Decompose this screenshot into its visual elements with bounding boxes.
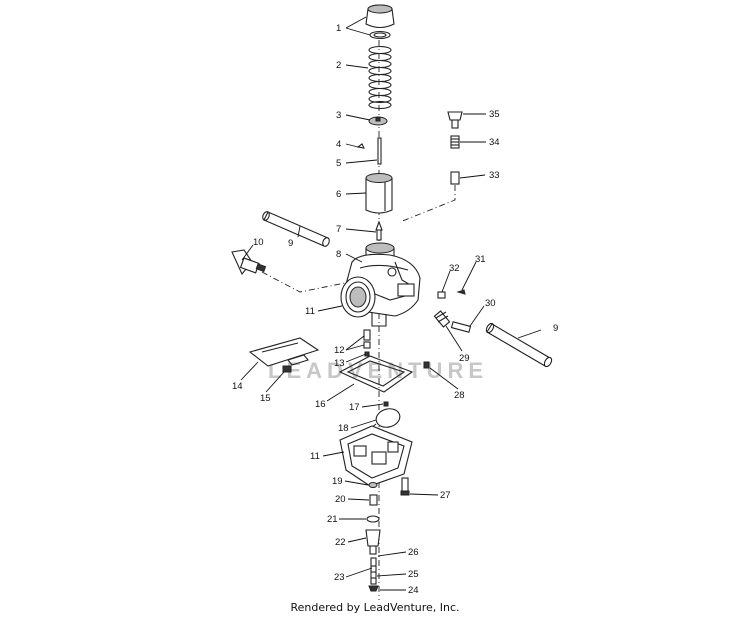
- callout-31: 31: [475, 254, 486, 265]
- callout-5: 5: [336, 158, 341, 169]
- callout-labels: 1 2 3 4 5 6 7 8 9 9 10 11 11 12 13 14 15…: [232, 23, 558, 596]
- part-34-spring: [450, 135, 460, 149]
- callout-30: 30: [485, 298, 496, 309]
- part-9-tube-right: [485, 322, 553, 368]
- axis-to-part-33: [399, 185, 456, 223]
- part-20-main-jet: [369, 494, 378, 506]
- part-1-cap: [365, 4, 395, 40]
- part-17-pin: [383, 401, 389, 407]
- part-30-idle-screw: [450, 321, 472, 333]
- callout-12: 12: [334, 345, 345, 356]
- part-19-washer: [368, 482, 378, 488]
- callout-35: 35: [489, 109, 500, 120]
- part-32-washer: [437, 291, 446, 299]
- part-35-fitting: [447, 111, 463, 129]
- callout-11-bowl: 11: [310, 451, 320, 462]
- part-33-screw: [450, 171, 460, 185]
- part-6-slide: [365, 173, 393, 214]
- part-22-needle-jet: [365, 529, 381, 555]
- footer-credit: Rendered by LeadVenture, Inc.: [290, 601, 460, 614]
- part-27-drain-screw: [400, 477, 410, 496]
- callout-28: 28: [454, 390, 465, 401]
- callout-10: 10: [253, 237, 264, 248]
- part-31-clip: [456, 289, 466, 295]
- callout-4: 4: [336, 139, 341, 150]
- callout-9-right: 9: [553, 323, 558, 334]
- callout-27: 27: [440, 490, 451, 501]
- callout-6: 6: [336, 189, 341, 200]
- callout-3: 3: [336, 110, 341, 121]
- part-3-retainer: [368, 116, 388, 126]
- callout-25: 25: [408, 569, 419, 580]
- callout-9-left: 9: [288, 238, 293, 249]
- part-2-spring: [368, 45, 392, 110]
- watermark: LEADVENTURE: [268, 358, 488, 383]
- callout-29: 29: [459, 353, 470, 364]
- callout-18: 18: [338, 423, 349, 434]
- part-29-spring: [433, 310, 451, 328]
- callout-24: 24: [408, 585, 419, 596]
- callout-16: 16: [315, 399, 326, 410]
- callout-34: 34: [489, 137, 500, 148]
- axis-to-part-10: [261, 271, 346, 293]
- callout-17: 17: [349, 402, 360, 413]
- part-21-o-ring: [366, 515, 380, 523]
- part-14-gasket-plate: [248, 337, 320, 367]
- callout-13: 13: [334, 358, 345, 369]
- part-10-choke-plunger: [231, 249, 267, 276]
- callout-23: 23: [334, 572, 345, 583]
- part-4-clip: [356, 143, 365, 149]
- part-12-nozzle: [363, 329, 371, 357]
- part-24-plug: [368, 585, 379, 592]
- part-23-pilot-jet: [370, 557, 377, 585]
- callout-33: 33: [489, 170, 500, 181]
- callout-11-top: 11: [305, 306, 315, 317]
- callout-26: 26: [408, 547, 419, 558]
- part-7-cable-end: [375, 220, 383, 241]
- leader-lines: [240, 16, 542, 591]
- callout-8: 8: [336, 249, 341, 260]
- part-5-needle: [377, 137, 382, 165]
- callout-2: 2: [336, 60, 341, 71]
- callout-1: 1: [336, 23, 341, 34]
- part-11-float-bowl: [339, 425, 413, 487]
- callout-20: 20: [335, 494, 346, 505]
- callout-7: 7: [336, 224, 341, 235]
- callout-32: 32: [449, 263, 460, 274]
- part-8-carburetor-body: [340, 242, 421, 327]
- callout-14: 14: [232, 381, 243, 392]
- callout-19: 19: [332, 476, 343, 487]
- callout-22: 22: [335, 537, 346, 548]
- part-9-tube-left: [262, 211, 330, 247]
- callout-15: 15: [260, 393, 271, 404]
- part-15-screw: [282, 365, 292, 373]
- callout-21: 21: [327, 514, 338, 525]
- part-28-screw: [423, 361, 430, 369]
- part-16-bowl-gasket: [338, 355, 414, 393]
